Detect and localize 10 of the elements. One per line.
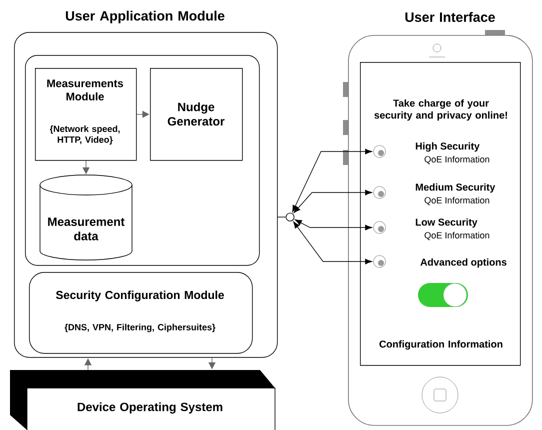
process-box: Measurements Module {Network speed, HTTP, Video} [35,68,137,161]
heading: User Interface [405,12,495,22]
block-3d: Device Operating System [10,370,276,430]
module-box: Security Configuration Module {DNS, VPN, Filtering, Ciphersuites} [29,272,253,354]
junction-circle [286,212,294,222]
process-box: Nudge Generator [150,68,243,161]
heading: User Application Module [66,10,224,24]
group-box [25,55,260,266]
node-label: Measurement data [48,218,125,240]
database-cylinder: Measurement data [40,174,132,260]
